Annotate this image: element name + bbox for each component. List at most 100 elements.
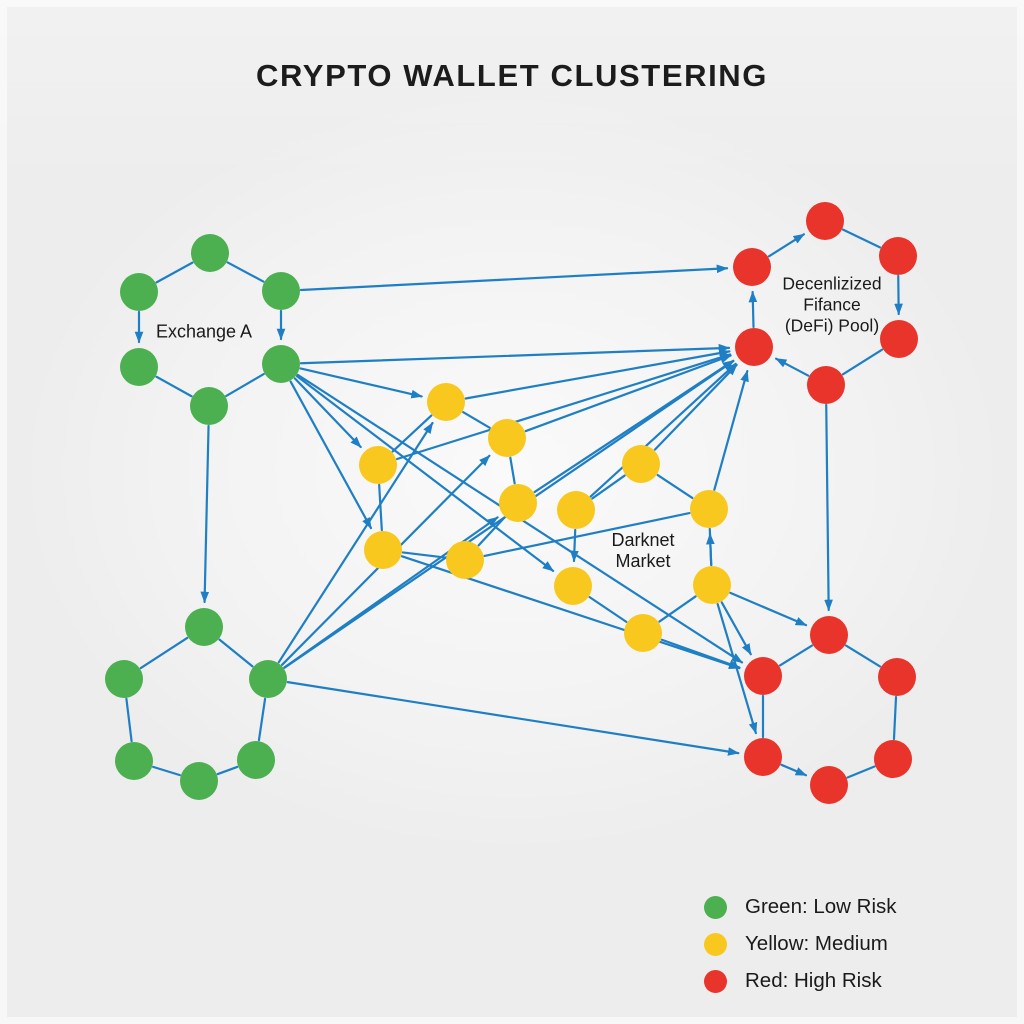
graph-edge — [391, 414, 433, 453]
graph-edge — [277, 421, 434, 664]
graph-edge — [713, 369, 749, 491]
graph-node-high-risk[interactable] — [879, 237, 917, 275]
graph-node-high-risk[interactable] — [733, 248, 771, 286]
graph-edge — [225, 372, 265, 398]
graph-node-low-risk[interactable] — [262, 345, 300, 383]
graph-edge — [226, 261, 265, 283]
graph-edge — [591, 474, 626, 500]
graph-edge — [401, 551, 447, 559]
graph-edge — [778, 644, 814, 667]
graph-edge — [841, 228, 882, 249]
node-layer — [105, 202, 918, 804]
graph-node-low-risk[interactable] — [115, 742, 153, 780]
graph-edge — [706, 532, 715, 567]
graph-node-medium-risk[interactable] — [359, 446, 397, 484]
graph-node-high-risk[interactable] — [744, 738, 782, 776]
graph-edge — [653, 363, 738, 451]
graph-edge — [125, 697, 133, 743]
graph-edge — [155, 375, 193, 398]
graph-edge — [844, 644, 882, 668]
legend-swatch-high-icon — [704, 969, 727, 993]
graph-edge — [299, 367, 423, 399]
graph-edge — [378, 483, 383, 532]
graph-edge — [775, 357, 810, 377]
graph-edge — [152, 765, 181, 777]
graph-edge — [216, 765, 239, 776]
graph-node-medium-risk[interactable] — [488, 419, 526, 457]
graph-edge — [299, 343, 731, 365]
graph-node-low-risk[interactable] — [262, 272, 300, 310]
graph-edge — [780, 763, 808, 777]
legend-item-medium-risk: Yellow: Medium — [704, 930, 897, 958]
graph-edge — [257, 697, 267, 742]
graph-edge — [748, 290, 758, 329]
graph-node-medium-risk[interactable] — [446, 541, 484, 579]
graph-edge — [533, 359, 735, 494]
graph-node-medium-risk[interactable] — [364, 531, 402, 569]
graph-edge — [293, 377, 362, 449]
graph-node-high-risk[interactable] — [735, 328, 773, 366]
graph-node-high-risk[interactable] — [744, 657, 782, 695]
legend-item-high-risk: Red: High Risk — [704, 967, 897, 995]
legend-label: Red: High Risk — [745, 969, 882, 992]
graph-node-high-risk[interactable] — [806, 202, 844, 240]
graph-edge — [720, 601, 752, 656]
graph-edge — [729, 591, 808, 627]
graph-node-medium-risk[interactable] — [499, 484, 537, 522]
graph-edge — [656, 473, 694, 500]
graph-node-medium-risk[interactable] — [557, 491, 595, 529]
graph-node-low-risk[interactable] — [120, 348, 158, 386]
graph-node-low-risk[interactable] — [249, 660, 287, 698]
graph-node-high-risk[interactable] — [880, 320, 918, 358]
graph-edge — [395, 353, 732, 461]
graph-node-medium-risk[interactable] — [690, 490, 728, 528]
page-title: CRYPTO WALLET CLUSTERING — [255, 58, 768, 93]
graph-node-high-risk[interactable] — [878, 658, 916, 696]
graph-node-low-risk[interactable] — [180, 762, 218, 800]
legend-item-low-risk: Green: Low Risk — [704, 893, 897, 921]
graph-node-medium-risk[interactable] — [624, 614, 662, 652]
graph-edge — [658, 595, 697, 623]
graph-node-medium-risk[interactable] — [554, 567, 592, 605]
graph-edge — [509, 456, 516, 485]
graph-edge — [289, 380, 373, 530]
graph-node-medium-risk[interactable] — [427, 383, 465, 421]
graph-edge — [824, 403, 833, 612]
graph-edge — [892, 695, 898, 741]
graph-edge — [588, 596, 628, 623]
graph-node-low-risk[interactable] — [237, 741, 275, 779]
graph-edge — [570, 528, 579, 563]
graph-edge — [589, 362, 737, 498]
graph-node-low-risk[interactable] — [190, 387, 228, 425]
graph-edge — [477, 516, 506, 547]
graph-node-high-risk[interactable] — [810, 616, 848, 654]
graph-edge — [286, 681, 740, 756]
graph-edge — [155, 261, 194, 284]
legend-label: Green: Low Risk — [745, 895, 897, 918]
graph-node-high-risk[interactable] — [874, 740, 912, 778]
graph-edge — [299, 264, 729, 292]
graph-node-low-risk[interactable] — [120, 273, 158, 311]
graph-node-medium-risk[interactable] — [622, 445, 660, 483]
graph-node-low-risk[interactable] — [105, 660, 143, 698]
graph-edge — [841, 348, 884, 376]
graph-node-low-risk[interactable] — [185, 608, 223, 646]
graph-node-high-risk[interactable] — [807, 366, 845, 404]
graph-edge — [295, 375, 555, 572]
graph-node-low-risk[interactable] — [191, 234, 229, 272]
graph-edge — [524, 354, 732, 433]
graph-node-high-risk[interactable] — [810, 766, 848, 804]
graph-edge — [483, 511, 691, 558]
legend-swatch-low-icon — [704, 895, 727, 919]
graph-edge — [200, 424, 210, 604]
graph-edge — [767, 233, 805, 258]
graph-edge — [464, 348, 731, 400]
graph-edge — [462, 411, 491, 429]
graph-edge — [139, 636, 189, 670]
graph-node-medium-risk[interactable] — [693, 566, 731, 604]
graph-edge — [846, 765, 876, 779]
legend-label: Yellow: Medium — [745, 932, 888, 955]
graph-edge — [218, 638, 254, 668]
